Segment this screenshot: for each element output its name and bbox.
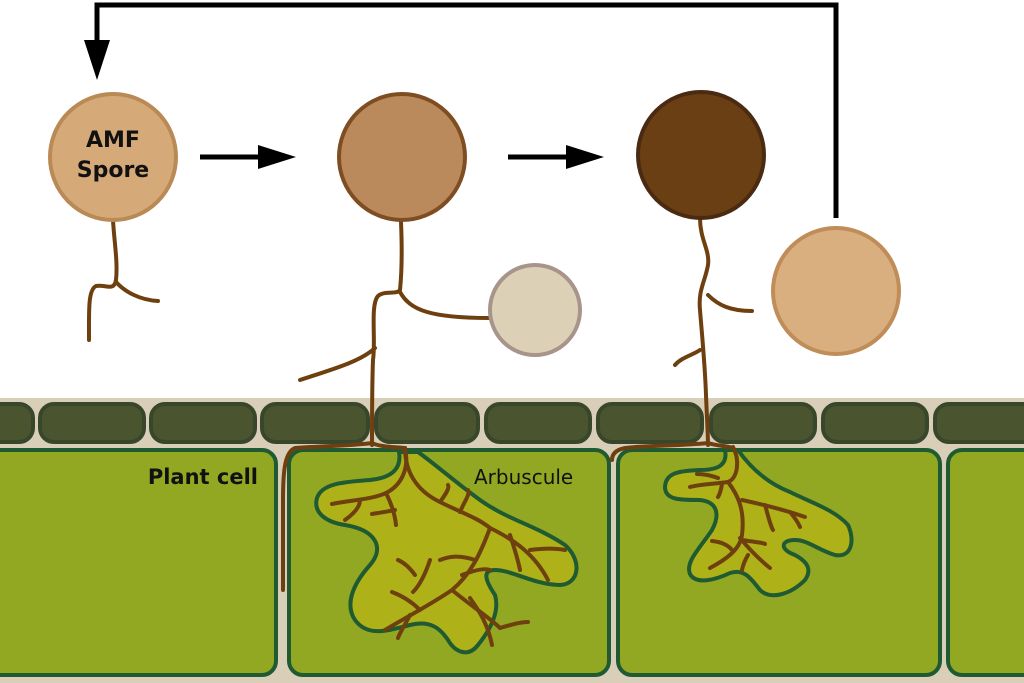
epidermis-cell <box>933 402 1024 444</box>
spore-dark-mature <box>636 90 766 220</box>
return-arrow-line <box>94 2 839 218</box>
hypha <box>114 280 160 303</box>
hypha-branch <box>528 546 567 552</box>
hypha <box>370 220 404 447</box>
hypha-branch <box>458 488 471 514</box>
hypha-branch <box>468 596 494 647</box>
arbuscule-small <box>662 445 854 598</box>
epidermis-cell <box>38 402 146 444</box>
spore-label-line1: AMF <box>86 128 140 153</box>
hypha-branch <box>740 498 807 519</box>
stage2-hypha <box>280 220 492 592</box>
hypha-branch <box>710 539 734 552</box>
arbuscule-label: Arbuscule <box>474 465 573 489</box>
spore-amf: AMF Spore <box>48 92 178 222</box>
epidermis-cell <box>821 402 929 444</box>
hypha <box>706 441 735 450</box>
hypha-branch <box>695 472 720 480</box>
hypha <box>706 293 754 313</box>
plant-cell <box>0 448 278 677</box>
return-arrow-head <box>84 40 110 80</box>
stage1-hypha <box>86 218 160 342</box>
hypha <box>673 348 702 367</box>
epidermis-cell <box>149 402 257 444</box>
plant-cell <box>946 448 1024 677</box>
epidermis-cell <box>374 402 480 444</box>
spore-label-line2: Spore <box>77 158 149 183</box>
spore-medium <box>337 92 467 222</box>
hypha-branch <box>788 510 802 529</box>
epidermis-cell <box>596 402 704 444</box>
hypha-branch <box>438 483 451 504</box>
plant-cell-label: Plant cell <box>148 465 258 489</box>
arbuscule-membrane <box>314 450 579 655</box>
hypha-branch <box>716 482 724 499</box>
hypha-branch <box>390 590 422 612</box>
hypha <box>280 441 374 592</box>
arrow-head <box>566 145 604 169</box>
hypha-branch <box>498 620 530 630</box>
arbuscule-branches <box>330 446 567 647</box>
hypha <box>697 216 711 447</box>
spore-pale-new <box>488 263 582 357</box>
hypha <box>398 290 492 320</box>
hypha <box>610 441 710 462</box>
epidermis-cell <box>709 402 817 444</box>
hypha <box>370 441 407 450</box>
hypha-branch <box>508 533 522 572</box>
hypha-branch <box>438 554 477 562</box>
hypha-branch <box>370 508 397 516</box>
arrow-head <box>258 145 296 169</box>
hypha <box>298 346 377 382</box>
hypha-branch <box>396 613 412 640</box>
hypha-branch <box>708 480 745 570</box>
hypha-branch <box>763 503 775 532</box>
stage-arrow-1 <box>200 145 296 169</box>
cycle-return-arrow <box>84 2 839 218</box>
hypha-branch <box>343 498 362 522</box>
hypha-branch <box>740 538 767 546</box>
epidermis-cell <box>484 402 592 444</box>
hypha <box>86 218 119 342</box>
epidermis-row <box>0 402 1024 444</box>
arbuscule-large: Arbuscule <box>314 446 579 655</box>
stage-arrow-2 <box>508 145 604 169</box>
arbuscule-membrane <box>662 448 854 598</box>
spore-circle <box>48 92 178 222</box>
hypha-branch <box>740 553 750 572</box>
epidermis-cell <box>260 402 370 444</box>
stage3-hypha <box>610 216 754 462</box>
epidermis-cell <box>0 402 35 444</box>
hypha-branch <box>411 558 432 594</box>
hypha-branch <box>460 567 492 577</box>
hypha-branch <box>396 558 417 577</box>
spore-new-released <box>771 226 901 356</box>
arbuscule-branches <box>688 445 807 572</box>
hypha-branch <box>488 526 550 582</box>
